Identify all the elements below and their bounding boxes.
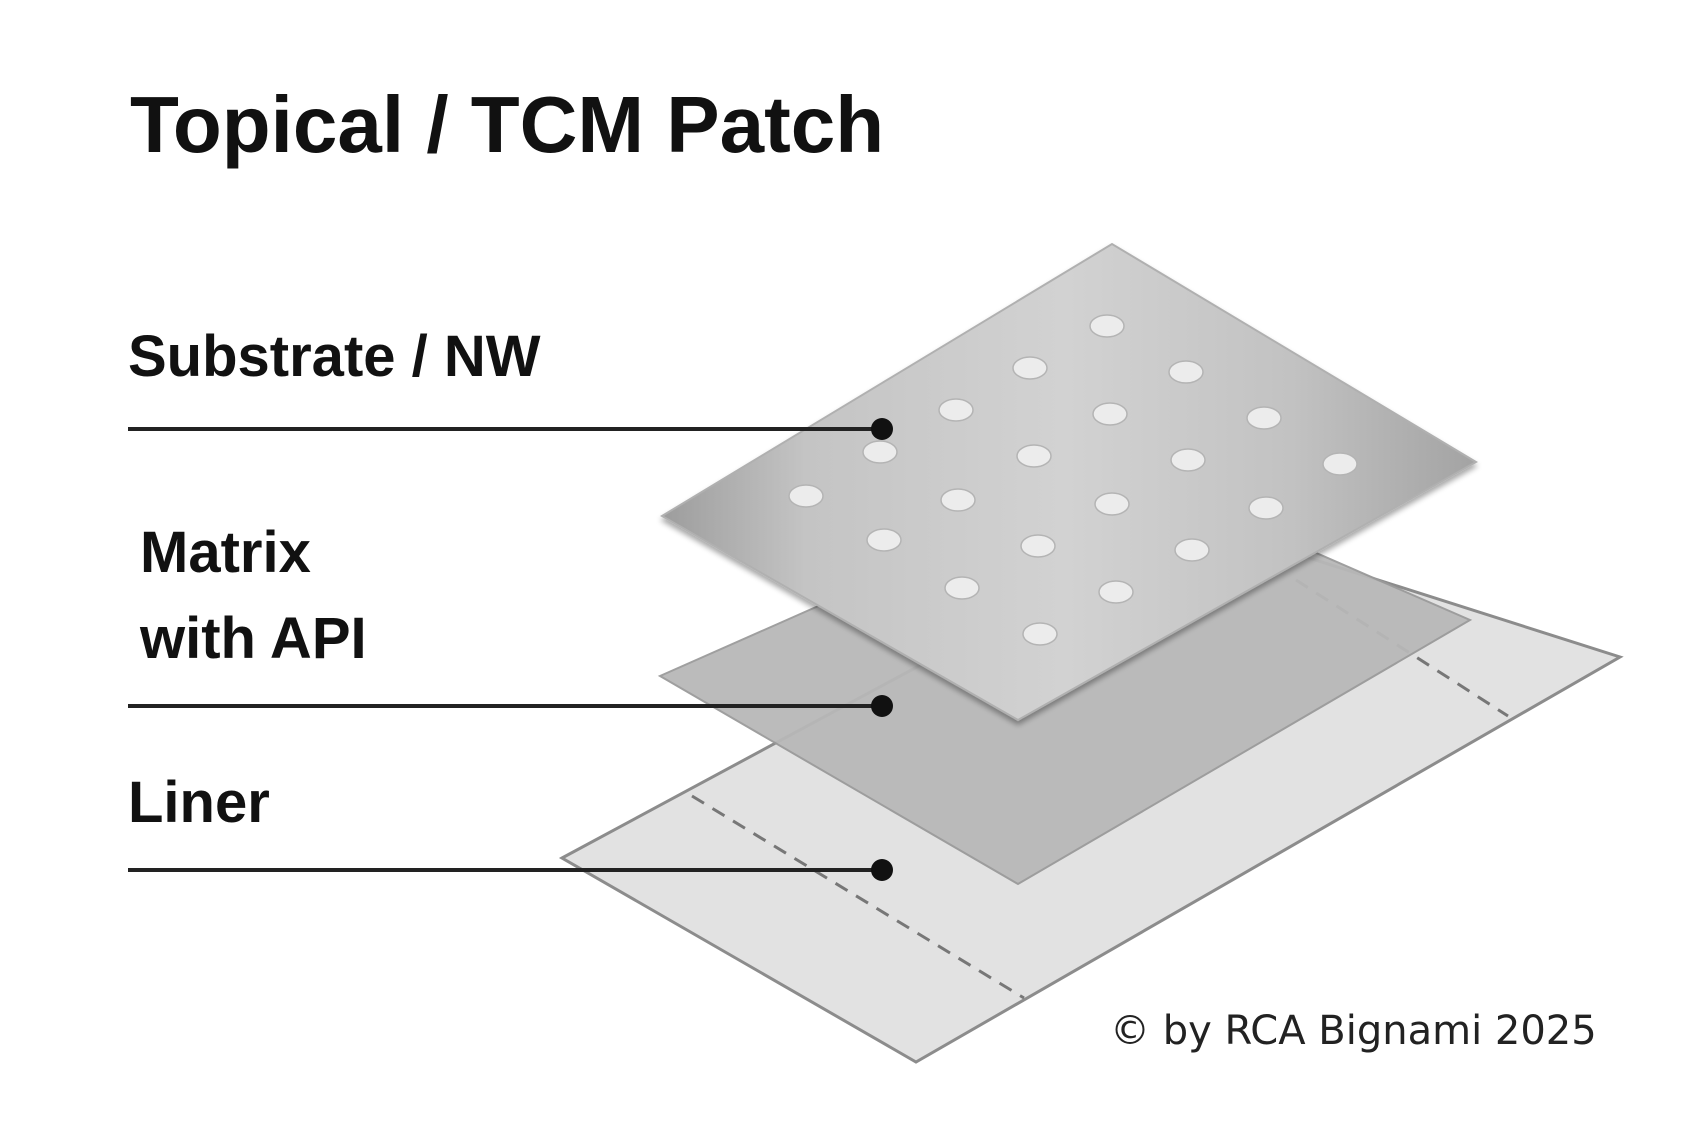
perforation-hole — [1020, 534, 1056, 558]
perforation-hole — [1012, 356, 1048, 380]
perforation-hole — [938, 398, 974, 422]
perforation-hole — [1089, 314, 1125, 338]
perforation-hole — [1170, 448, 1206, 472]
substrate-perforations — [788, 314, 1358, 646]
perforation-hole — [1248, 496, 1284, 520]
perforation-hole — [1092, 402, 1128, 426]
perforation-hole — [1174, 538, 1210, 562]
perforation-hole — [944, 576, 980, 600]
perforation-hole — [862, 440, 898, 464]
label-matrix-line1: Matrix — [140, 520, 311, 585]
leader-substrate — [128, 418, 893, 440]
perforation-hole — [1094, 492, 1130, 516]
label-substrate: Substrate / NW — [128, 324, 541, 389]
perforation-hole — [1322, 452, 1358, 476]
liner-fold-line-bottom — [691, 794, 1025, 1000]
label-matrix-line2: with API — [139, 606, 367, 671]
copyright-notice: © by RCA Bignami 2025 — [1110, 1008, 1597, 1054]
leader-liner — [128, 859, 893, 881]
substrate-layer — [660, 242, 1478, 722]
perforation-hole — [1016, 444, 1052, 468]
perforation-hole — [1246, 406, 1282, 430]
perforation-hole — [788, 484, 824, 508]
diagram-title: Topical / TCM Patch — [130, 80, 884, 169]
perforation-hole — [866, 528, 902, 552]
perforation-hole — [940, 488, 976, 512]
leader-matrix — [128, 695, 893, 717]
perforation-hole — [1098, 580, 1134, 604]
perforation-hole — [1168, 360, 1204, 384]
label-liner: Liner — [128, 770, 270, 835]
perforation-hole — [1022, 622, 1058, 646]
